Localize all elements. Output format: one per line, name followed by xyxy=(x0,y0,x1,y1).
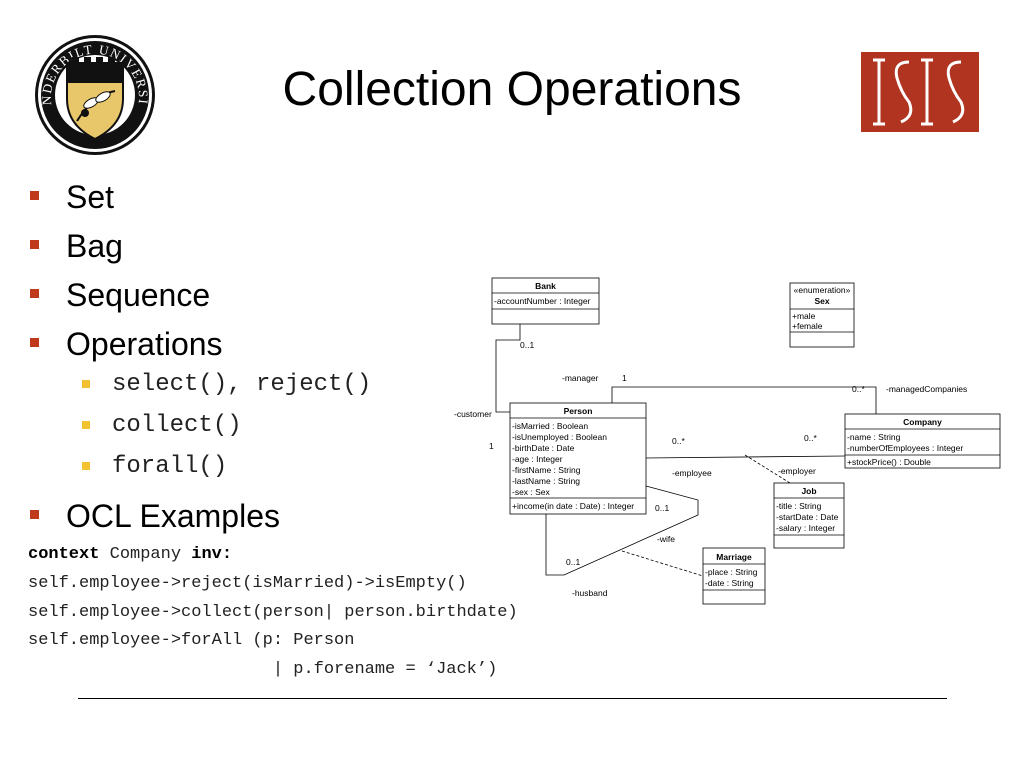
uml-attribute: -accountNumber : Integer xyxy=(494,296,591,306)
bullet-marker xyxy=(30,289,39,298)
ocl-code-block: context Company inv: self.employee->rejec… xyxy=(28,541,518,685)
uml-attribute: -numberOfEmployees : Integer xyxy=(847,443,963,453)
bullet-operations: Operations xyxy=(28,323,371,372)
context-class-name: Company xyxy=(99,545,192,564)
uml-class-diagram: Bank -accountNumber : Integer «enumerati… xyxy=(454,277,1001,605)
code-line: | p.forename = ‘Jack’) xyxy=(28,660,498,680)
label-manager-role: -manager xyxy=(562,373,599,383)
subbullet-forall: forall() xyxy=(28,454,371,495)
uml-attribute: -salary : Integer xyxy=(776,523,835,533)
bullet-label: Bag xyxy=(66,228,123,264)
subbullet-label: collect() xyxy=(112,412,242,439)
class-company-name: Company xyxy=(903,417,942,427)
subbullet-marker xyxy=(82,462,90,470)
uml-attribute: -date : String xyxy=(705,578,754,588)
uml-attribute: -startDate : Date xyxy=(776,512,839,522)
uml-attribute: -place : String xyxy=(705,567,758,577)
label-managed-companies-role: -managedCompanies xyxy=(886,384,967,394)
uml-attribute: -isUnemployed : Boolean xyxy=(512,432,607,442)
assoc-marriage xyxy=(545,485,699,576)
label-wife-role: -wife xyxy=(657,534,675,544)
subbullet-collect: collect() xyxy=(28,413,371,454)
label-customer-multiplicity: 1 xyxy=(489,441,494,451)
label-employment-multiplicity-person: 0..* xyxy=(672,436,685,446)
label-managed-multiplicity: 0..* xyxy=(852,384,865,394)
assoc-employment xyxy=(645,455,846,459)
class-marriage-name: Marriage xyxy=(716,552,752,562)
label-employee-role: -employee xyxy=(672,468,712,478)
uml-attribute: -name : String xyxy=(847,432,901,442)
uml-attribute: +male xyxy=(792,311,816,321)
bullet-label: Sequence xyxy=(66,277,211,313)
uml-operation: +income(in date : Date) : Integer xyxy=(512,501,634,511)
bullet-marker xyxy=(30,191,39,200)
subbullet-select-reject: select(), reject() xyxy=(28,372,371,413)
enumeration-stereotype: «enumeration» xyxy=(794,285,851,295)
uml-attribute: -lastName : String xyxy=(512,476,580,486)
uml-attribute: -title : String xyxy=(776,501,822,511)
bullet-set: Set xyxy=(28,176,371,225)
class-person-name: Person xyxy=(564,406,593,416)
bullet-list: Set Bag Sequence Operations select(), re… xyxy=(28,176,371,544)
assoc-marriage-dashed xyxy=(621,550,704,577)
slide-title: Collection Operations xyxy=(282,63,742,116)
uml-attribute: +female xyxy=(792,321,823,331)
label-wife-multiplicity: 0..1 xyxy=(655,503,669,513)
class-person: Person -isMarried : Boolean -isUnemploye… xyxy=(509,402,647,515)
bullet-label: OCL Examples xyxy=(66,498,280,534)
code-line-context: context Company inv: xyxy=(28,541,518,570)
label-employer-role: -employer xyxy=(778,466,816,476)
code-line: self.employee->forAll (p: Person xyxy=(28,631,355,651)
class-sex-name: Sex xyxy=(814,296,829,306)
bullet-marker xyxy=(30,510,39,519)
assoc-job-dashed xyxy=(744,454,791,484)
subbullet-marker xyxy=(82,421,90,429)
class-bank-name: Bank xyxy=(535,281,556,291)
bullet-bag: Bag xyxy=(28,225,371,274)
assoc-manager xyxy=(611,386,877,414)
assoc-bank-person xyxy=(495,324,521,413)
bullet-ocl-examples: OCL Examples xyxy=(28,495,371,544)
uml-operation: +stockPrice() : Double xyxy=(847,457,931,467)
uml-attribute: -age : Integer xyxy=(512,454,563,464)
bullet-label: Set xyxy=(66,179,115,215)
uml-attribute: -sex : Sex xyxy=(512,487,551,497)
subbullet-marker xyxy=(82,380,90,388)
label-manager-multiplicity: 1 xyxy=(622,373,627,383)
class-marriage: Marriage -place : String -date : String xyxy=(702,547,766,605)
label-bank-multiplicity: 0..1 xyxy=(520,340,534,350)
class-job: Job -title : String -startDate : Date -s… xyxy=(773,482,845,549)
keyword-inv: inv: xyxy=(191,545,233,564)
label-husband-multiplicity: 0..1 xyxy=(566,557,580,567)
class-company: Company -name : String -numberOfEmployee… xyxy=(844,413,1001,469)
label-customer-role: -customer xyxy=(454,409,492,419)
subbullet-label: select(), reject() xyxy=(112,371,372,398)
class-sex-enumeration: «enumeration» Sex +male +female xyxy=(789,282,855,348)
bullet-marker xyxy=(30,338,39,347)
code-line: self.employee->reject(isMarried)->isEmpt… xyxy=(28,573,467,593)
class-job-name: Job xyxy=(801,486,816,496)
keyword-context: context xyxy=(28,545,100,564)
bullet-sequence: Sequence xyxy=(28,274,371,323)
uml-attribute: -birthDate : Date xyxy=(512,443,575,453)
bullet-label: Operations xyxy=(66,326,223,362)
code-line: self.employee->collect(person| person.bi… xyxy=(28,602,518,622)
label-husband-role: -husband xyxy=(572,588,608,598)
footer-divider xyxy=(78,698,947,699)
subbullet-label: forall() xyxy=(112,453,228,480)
isis-logo xyxy=(861,52,979,132)
class-bank: Bank -accountNumber : Integer xyxy=(491,277,600,325)
uml-attribute: -isMarried : Boolean xyxy=(512,421,588,431)
uml-attribute: -firstName : String xyxy=(512,465,581,475)
label-employment-multiplicity-company: 0..* xyxy=(804,433,817,443)
bullet-marker xyxy=(30,240,39,249)
vanderbilt-university-logo: VANDERBILT UNIVERSITY xyxy=(33,33,155,155)
